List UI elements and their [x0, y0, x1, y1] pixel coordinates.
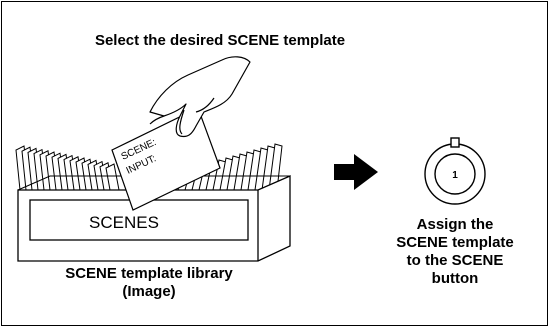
- library-caption: SCENE template library (Image): [24, 265, 274, 301]
- assign-caption-line1: Assign the: [416, 216, 494, 233]
- knob-label: 1: [452, 170, 458, 181]
- assign-caption-line4: button: [431, 270, 479, 287]
- arrow-right-icon: [334, 154, 378, 190]
- assign-caption-line3: to the SCENE: [406, 252, 504, 269]
- hand-holding-card-icon: [149, 56, 251, 138]
- scene-button-knob-icon: [424, 137, 486, 205]
- library-caption-line2: (Image): [122, 283, 176, 300]
- scenes-box: [17, 175, 291, 262]
- library-caption-line1: SCENE template library: [65, 265, 233, 282]
- box-label: SCENES: [89, 213, 159, 232]
- assign-caption: Assign the SCENE template to the SCENE b…: [370, 216, 540, 288]
- box-back-edge: [17, 175, 290, 191]
- heading: Select the desired SCENE template: [94, 32, 346, 49]
- assign-caption-line2: SCENE template: [396, 234, 514, 251]
